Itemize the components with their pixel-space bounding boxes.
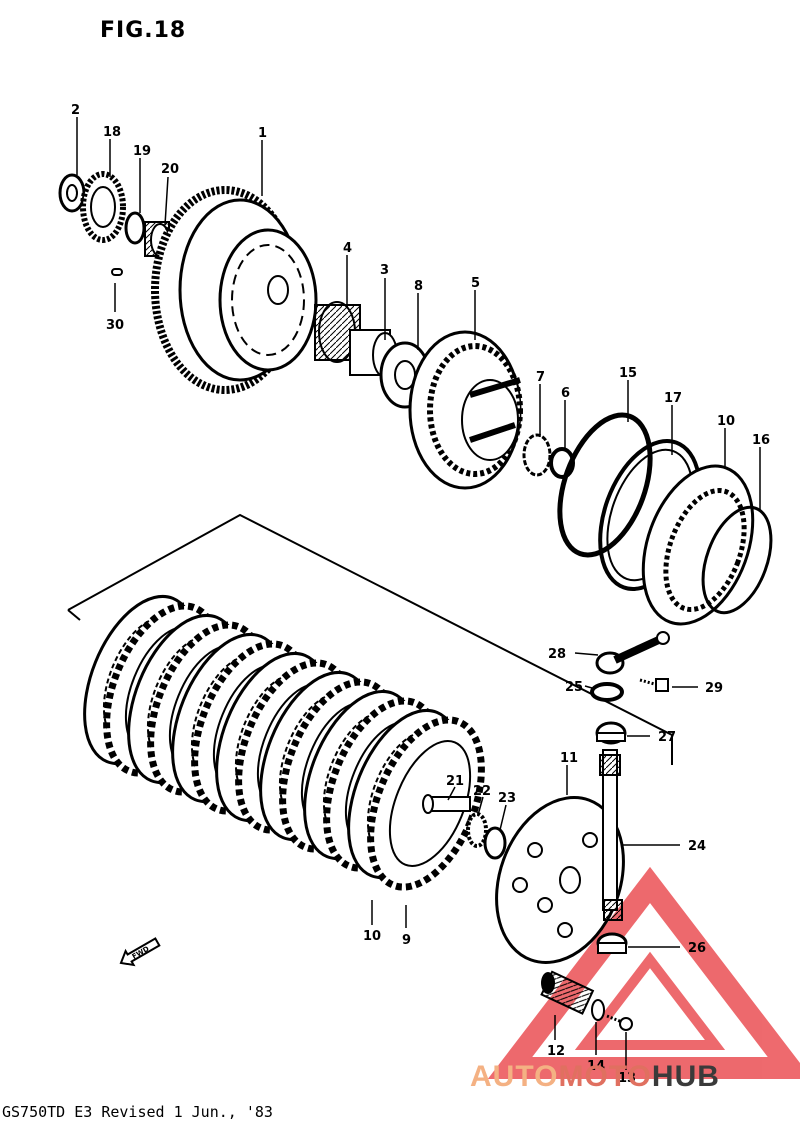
part-21-push-piece — [422, 794, 471, 814]
label-part-19: 19 — [133, 144, 151, 159]
watermark-text: AUTOMOTOHUB — [470, 1060, 720, 1094]
label-part-6: 6 — [561, 386, 570, 401]
label-part-10-bottom: 10 — [363, 929, 381, 944]
label-part-4: 4 — [343, 241, 352, 256]
part-1-clutch-housing — [151, 186, 318, 394]
part-22-thrust-bearing — [466, 812, 488, 848]
part-7-lock-washer — [522, 433, 552, 477]
fwd-label: FWD — [131, 945, 151, 961]
part-labels: 2 18 19 20 1 30 4 3 8 5 7 6 15 17 10 16 … — [71, 103, 770, 1086]
part-16-spring-seat — [701, 505, 773, 615]
label-part-7: 7 — [536, 370, 545, 385]
label-part-12: 12 — [547, 1044, 565, 1059]
fwd-arrow-icon: FWD — [119, 937, 161, 967]
part-14-washer — [591, 999, 605, 1021]
watermark-part-hub: HUB — [651, 1060, 720, 1093]
label-part-15: 15 — [619, 366, 637, 381]
label-part-24: 24 — [688, 839, 706, 854]
label-part-23: 23 — [498, 791, 516, 806]
label-part-14: 14 — [587, 1059, 605, 1074]
part-26-bearing — [596, 932, 628, 954]
label-part-9: 9 — [402, 933, 411, 948]
label-part-20: 20 — [161, 162, 179, 177]
part-5-clutch-hub — [408, 330, 523, 490]
part-10-driven-plate-top — [641, 464, 755, 626]
label-part-30: 30 — [106, 318, 124, 333]
part-13-bolt — [606, 1014, 633, 1031]
label-part-17: 17 — [664, 391, 682, 406]
watermark-part-moto: MOTO — [558, 1060, 652, 1093]
label-part-29: 29 — [705, 681, 723, 696]
label-part-3: 3 — [380, 263, 389, 278]
label-part-13: 13 — [618, 1071, 636, 1086]
plate-stack-outline-lower — [67, 609, 81, 621]
part-30-pin — [111, 268, 123, 276]
label-part-16: 16 — [752, 433, 770, 448]
part-25-oil-seal — [590, 682, 624, 702]
plate-stack-outline — [67, 513, 673, 765]
label-part-28: 28 — [548, 647, 566, 662]
part-11-pressure-plate — [495, 796, 625, 964]
label-part-11: 11 — [560, 751, 578, 766]
watermark-part-auto: AUTO — [470, 1060, 559, 1093]
figure-title: FIG.18 — [100, 18, 187, 43]
label-part-1: 1 — [258, 126, 267, 141]
revision-footer: GS750TD E3 Revised 1 Jun., '83 — [2, 1103, 273, 1121]
part-28-release-lever — [595, 631, 670, 675]
label-part-18: 18 — [103, 125, 121, 140]
label-part-10-top: 10 — [717, 414, 735, 429]
label-part-2: 2 — [71, 103, 80, 118]
plate-inner-edge — [388, 739, 472, 868]
part-27-bearing — [595, 721, 627, 745]
leader-lines — [76, 117, 761, 1070]
part-23-thrust-washer — [483, 826, 507, 860]
part-24-release-rod — [599, 749, 623, 921]
part-2-washer — [58, 173, 86, 213]
label-part-22: 22 — [473, 784, 491, 799]
label-part-26: 26 — [688, 941, 706, 956]
part-19-spacer — [124, 211, 146, 245]
part-15-wire-ring — [557, 412, 653, 558]
label-part-21: 21 — [446, 774, 464, 789]
label-part-8: 8 — [414, 279, 423, 294]
part-18-sprocket — [80, 171, 126, 243]
watermark-logo — [487, 866, 800, 1079]
part-12-clutch-spring — [540, 970, 595, 1015]
label-part-25: 25 — [565, 680, 583, 695]
clutch-plate-stack — [83, 594, 485, 891]
label-part-5: 5 — [471, 276, 480, 291]
label-part-27: 27 — [658, 730, 676, 745]
part-29-bolt — [639, 678, 669, 692]
